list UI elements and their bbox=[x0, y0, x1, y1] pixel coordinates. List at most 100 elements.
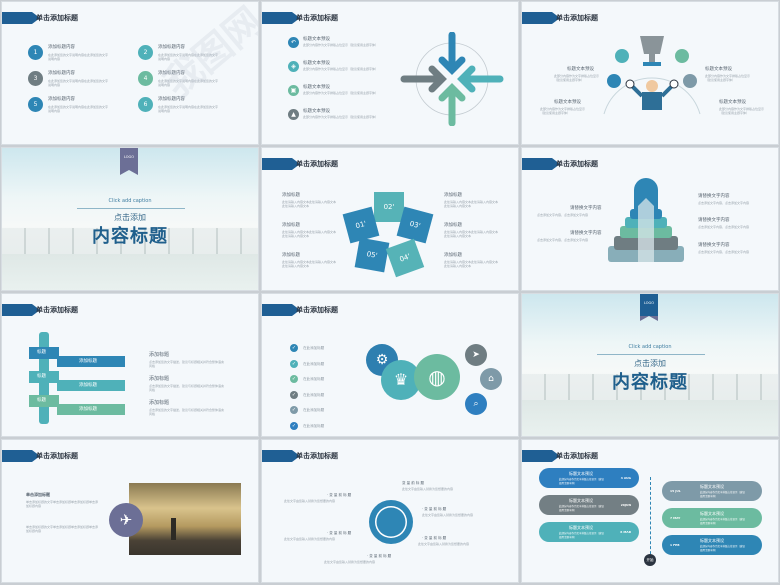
left-title: 添加标题 bbox=[282, 253, 300, 258]
number-badge: 5 bbox=[28, 97, 43, 112]
item-title: 标题文本预设 bbox=[303, 37, 330, 42]
globe-icon: ◍ bbox=[414, 354, 460, 400]
slide-5[interactable]: 单击添加标题 02' 01' 03' 05' 04' 添加标题 此处请输入内容文… bbox=[261, 147, 519, 291]
slide-11[interactable]: 单击添加标题 变 量 前 标 题 此处文字由您输入替换为您想要的内容 · 变 量… bbox=[261, 439, 519, 583]
paper-plane-icon: ➤ bbox=[465, 344, 487, 366]
item-desc: 此部分内容作为文字排版占位显示（建议使用主题字体） bbox=[303, 43, 379, 47]
item-title: 添加标题内容 bbox=[48, 45, 75, 50]
timeline-start: 开始 bbox=[644, 554, 656, 566]
slide-title: 单击添加标题 bbox=[556, 14, 598, 22]
number-badge: 1 bbox=[28, 45, 43, 60]
right-desc: 点击添加您的文字描述，建议与标题相关并符合整体语言风格 bbox=[149, 384, 225, 392]
item-title: 添加标题内容 bbox=[48, 97, 75, 102]
header-ribbon bbox=[2, 304, 40, 316]
ribbon: 添加标题 bbox=[57, 404, 125, 415]
right-title: 添加标题 bbox=[444, 193, 462, 198]
text-heading: 单击添加标题 bbox=[26, 492, 50, 497]
label: 标题文本预设 bbox=[554, 100, 581, 105]
left-title: 添加标题 bbox=[282, 193, 300, 198]
slide-6[interactable]: 单击添加标题 请替换文字内容 点击添加文字内容，点击添加文字内容 请替换文字内容… bbox=[521, 147, 779, 291]
item-title: 添加标题内容 bbox=[158, 97, 185, 102]
item-desc: 在此添加您的文字说明内容在此添加您的文字说明内容 bbox=[158, 53, 219, 61]
label: · 变 量 前 标 题 bbox=[422, 507, 447, 511]
check-icon: ✓ bbox=[290, 359, 298, 368]
slide-8[interactable]: 单击添加标题 ✓ 在此添加标题 ✓ 在此添加标题 ✓ 在此添加标题 ✓ 在此添加… bbox=[261, 293, 519, 437]
right-title: 添加标题 bbox=[149, 400, 170, 406]
graduation-cap-icon: ▲ bbox=[288, 109, 299, 120]
right-desc: 点击添加您的文字描述，建议与标题相关并符合整体语言风格 bbox=[149, 360, 225, 368]
timeline-card: 7 MAY 标题文本预设 此部分内容作为文字排版占位显示（建议使用主题字体） bbox=[662, 508, 762, 528]
item-title: 标题文本预设 bbox=[303, 85, 330, 90]
label: · 变 量 前 标 题 bbox=[327, 531, 352, 535]
home-icon: ⌂ bbox=[480, 368, 502, 390]
check-icon: ✓ bbox=[290, 375, 298, 383]
right-desc: 此处请输入内容文本此处请输入内容文本此处请输入内容文本 bbox=[444, 200, 499, 208]
cover-subtitle: 点击添加 bbox=[634, 359, 666, 368]
item-title: 添加标题内容 bbox=[158, 71, 185, 76]
left-title: 添加标题 bbox=[282, 223, 300, 228]
item-desc: 在此添加您的文字说明内容在此添加您的文字说明内容 bbox=[48, 53, 109, 61]
item-desc: 此部分内容作为文字排版占位显示（建议使用主题字体） bbox=[303, 115, 379, 119]
slide-10[interactable]: 单击添加标题 单击添加标题 单击添加标题的文字单击添加标题单击添加标题单击添加标… bbox=[1, 439, 259, 583]
caption: Click add caption bbox=[628, 344, 672, 350]
check-icon: ✓ bbox=[290, 406, 298, 414]
tag: 标题 bbox=[29, 347, 59, 359]
slide-title: 单击添加标题 bbox=[36, 14, 78, 22]
left-desc: 此处请输入内容文本此处请输入内容文本此处请输入内容文本 bbox=[282, 260, 337, 268]
label: 标题文本预设 bbox=[719, 100, 746, 105]
header-ribbon bbox=[262, 158, 300, 170]
header-ribbon bbox=[262, 304, 300, 316]
number-badge: 6 bbox=[138, 97, 153, 112]
slide-title: 单击添加标题 bbox=[36, 306, 78, 314]
header-ribbon bbox=[522, 12, 560, 24]
label-desc: 此处文字由您输入替换为您想要的内容 bbox=[402, 487, 454, 491]
item-title: 添加标题内容 bbox=[48, 71, 75, 76]
right-desc: 此处请输入内容文本此处请输入内容文本此处请输入内容文本 bbox=[444, 230, 499, 238]
slide-9-cover[interactable]: LOGO Click add caption 点击添加 内容标题 bbox=[521, 293, 779, 437]
left-desc: 此处请输入内容文本此处请输入内容文本此处请输入内容文本 bbox=[282, 200, 337, 208]
petal-03: 03' bbox=[396, 206, 434, 244]
header-ribbon bbox=[262, 450, 300, 462]
label-desc: 此处文字由您输入替换为您想要的内容 bbox=[284, 537, 336, 541]
number-badge: 2 bbox=[138, 45, 153, 60]
item-title: 添加标题内容 bbox=[158, 45, 185, 50]
right-title: 添加标题 bbox=[149, 352, 170, 358]
slide-12[interactable]: 单击添加标题 开始 标题文本预设 此部分内容作为文字排版占位显示（建议使用主题字… bbox=[521, 439, 779, 583]
calendar-icon: ▣ bbox=[288, 85, 299, 96]
checklist: ✓ 在此添加标题 ✓ 在此添加标题 ✓ 在此添加标题 ✓ 在此添加标题 ✓ 在此… bbox=[290, 344, 325, 430]
timeline-axis bbox=[650, 477, 651, 559]
item-title: 标题文本预设 bbox=[303, 109, 330, 114]
label-desc: 此部分内容作为文字排版占位显示（建议使用主题字体） bbox=[705, 74, 751, 82]
logo-ribbon: LOGO bbox=[120, 148, 138, 175]
cover-subtitle: 点击添加 bbox=[114, 213, 146, 222]
slide-1[interactable]: 单击添加标题 1 添加标题内容 在此添加您的文字说明内容在此添加您的文字说明内容… bbox=[1, 1, 259, 145]
label-desc: 点击添加文字内容，点击添加文字内容 bbox=[698, 225, 750, 229]
trophy-icon bbox=[640, 36, 664, 54]
slide-4-cover[interactable]: LOGO Click add caption 点击添加 内容标题 bbox=[1, 147, 259, 291]
ribbon: 添加标题 bbox=[57, 356, 125, 367]
logo-ribbon: LOGO bbox=[640, 294, 658, 321]
item-title: 标题文本预设 bbox=[303, 61, 330, 66]
label-desc: 此部分内容作为文字排版占位显示（建议使用主题字体） bbox=[719, 107, 765, 115]
right-title: 添加标题 bbox=[444, 253, 462, 258]
check-icon: ✓ bbox=[290, 390, 298, 399]
cover-title: 内容标题 bbox=[92, 226, 168, 247]
check-icon: ✓ bbox=[290, 421, 298, 430]
brick-wall-background bbox=[2, 228, 258, 254]
slide-3[interactable]: 单击添加标题 标题文本预设 此部分内容作为文字排版占位显示（建议使用主题字体） … bbox=[521, 1, 779, 145]
slide-7[interactable]: 单击添加标题 标题 添加标题 标题 添加标题 标题 添加标题 添加标题 点击添加… bbox=[1, 293, 259, 437]
slide-2[interactable]: 单击添加标题 ↶ 标题文本预设 此部分内容作为文字排版占位显示（建议使用主题字体… bbox=[261, 1, 519, 145]
tag: 标题 bbox=[29, 395, 59, 407]
item-desc: 在此添加您的文字说明内容在此添加您的文字说明内容 bbox=[48, 79, 109, 87]
slide-title: 单击添加标题 bbox=[296, 452, 338, 460]
petal-05: 05' bbox=[354, 237, 390, 273]
tag: 标题 bbox=[29, 371, 59, 383]
item-desc: 在此添加您的文字说明内容在此添加您的文字说明内容 bbox=[48, 105, 109, 113]
slide-title: 单击添加标题 bbox=[556, 452, 598, 460]
divider bbox=[597, 354, 705, 355]
right-desc: 此处请输入内容文本此处请输入内容文本此处请输入内容文本 bbox=[444, 260, 499, 268]
header-ribbon bbox=[522, 450, 560, 462]
label-desc: 此处文字由您输入替换为您想要的内容 bbox=[324, 560, 376, 564]
paragraph: 单击添加标题的文字单击添加标题单击添加标题单击添加标题内容 bbox=[26, 525, 99, 533]
paragraph: 单击添加标题的文字单击添加标题单击添加标题单击添加标题内容 bbox=[26, 500, 99, 508]
